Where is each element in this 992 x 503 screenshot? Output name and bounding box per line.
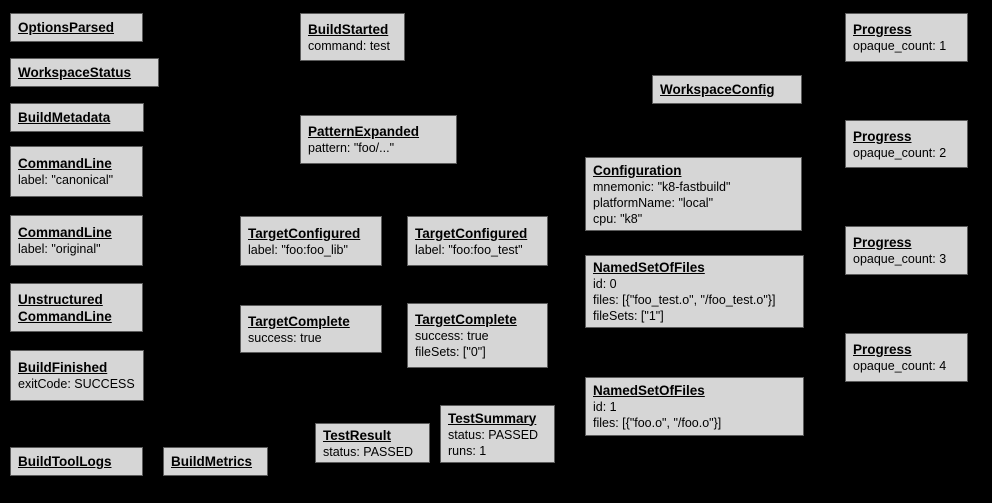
node-detail: label: "original" <box>18 242 101 256</box>
node-detail: label: "canonical" <box>18 173 114 187</box>
node-detail: opaque_count: 4 <box>853 359 947 373</box>
node-title: Progress <box>853 22 912 37</box>
node-title: BuildStarted <box>308 21 389 37</box>
node-detail: opaque_count: 3 <box>853 252 947 266</box>
node-title: Unstructured <box>18 291 103 307</box>
node-title: NamedSetOfFiles <box>593 383 705 398</box>
node-detail: command: test <box>308 38 390 53</box>
node-detail: platformName: "local" <box>593 195 714 210</box>
node-title: BuildMetadata <box>18 110 111 125</box>
node-detail: mnemonic: "k8-fastbuild" <box>593 179 731 194</box>
node-title: OptionsParsed <box>18 20 115 35</box>
node-build-metadata: BuildMetadata <box>10 103 144 132</box>
node-workspace-config: WorkspaceConfig <box>652 75 802 104</box>
node-options-parsed: OptionsParsed <box>10 13 143 42</box>
node-title: Configuration <box>593 162 682 178</box>
node-title: BuildMetrics <box>171 454 253 469</box>
node-detail: success: true <box>248 330 322 345</box>
node-detail: id: 0 <box>593 277 617 291</box>
node-detail: label: "foo:foo_test" <box>415 242 523 257</box>
node-detail: opaque_count: 1 <box>853 39 947 53</box>
node-title: TargetConfigured <box>415 225 528 241</box>
node-build-tool-logs: BuildToolLogs <box>10 447 143 476</box>
node-title: TargetConfigured <box>248 225 361 241</box>
node-title: TestResult <box>323 427 392 443</box>
node-command-line-original: CommandLine label: "original" <box>10 215 143 266</box>
node-pattern-expanded: PatternExpanded pattern: "foo/..." <box>300 115 457 164</box>
node-title: NamedSetOfFiles <box>593 260 705 275</box>
node-title: WorkspaceStatus <box>18 65 132 80</box>
node-named-set-of-files-0: NamedSetOfFiles id: 0 files: [{"foo_test.o… <box>585 255 804 328</box>
node-title: Progress <box>853 128 912 144</box>
node-named-set-of-files-1: NamedSetOfFiles id: 1 files: [{"foo.o", "/… <box>585 377 804 436</box>
node-detail: files: [{"foo_test.o", "/foo_test.o"}] <box>593 293 776 307</box>
node-progress-1: Progress opaque_count: 1 <box>845 13 968 62</box>
node-detail: fileSets: ["0"] <box>415 345 486 359</box>
node-title: PatternExpanded <box>308 124 420 139</box>
node-detail: exitCode: SUCCESS <box>18 377 135 391</box>
node-detail: opaque_count: 2 <box>853 145 947 160</box>
node-title: TestSummary <box>448 410 537 426</box>
node-detail: fileSets: ["1"] <box>593 309 664 323</box>
node-progress-3: Progress opaque_count: 3 <box>845 226 968 275</box>
node-title: TargetComplete <box>415 312 517 327</box>
node-target-complete-foo-test: TargetComplete success: true fileSets: ["0… <box>407 303 548 368</box>
node-command-line-canonical: CommandLine label: "canonical" <box>10 146 143 197</box>
node-detail: runs: 1 <box>448 443 487 458</box>
node-title: BuildToolLogs <box>18 454 112 469</box>
node-progress-4: Progress opaque_count: 4 <box>845 333 968 382</box>
node-detail: status: PASSED <box>448 427 539 442</box>
node-detail: success: true <box>415 329 489 343</box>
node-title: TargetComplete <box>248 313 350 329</box>
node-title: CommandLine <box>18 308 112 324</box>
node-detail: files: [{"foo.o", "/foo.o"}] <box>593 416 722 430</box>
node-workspace-status: WorkspaceStatus <box>10 58 159 87</box>
node-build-finished: BuildFinished exitCode: SUCCESS <box>10 350 144 401</box>
node-build-metrics: BuildMetrics <box>163 447 268 476</box>
node-detail: pattern: "foo/..." <box>308 141 395 155</box>
node-title: Progress <box>853 235 912 250</box>
node-title: CommandLine <box>18 156 112 171</box>
node-title: Progress <box>853 342 912 357</box>
node-detail: status: PASSED <box>323 444 414 459</box>
node-title: WorkspaceConfig <box>660 82 775 97</box>
node-detail: id: 1 <box>593 400 617 414</box>
node-title: BuildFinished <box>18 360 108 375</box>
node-title: CommandLine <box>18 225 112 240</box>
node-detail: cpu: "k8" <box>593 211 643 226</box>
node-detail: label: "foo:foo_lib" <box>248 242 348 257</box>
